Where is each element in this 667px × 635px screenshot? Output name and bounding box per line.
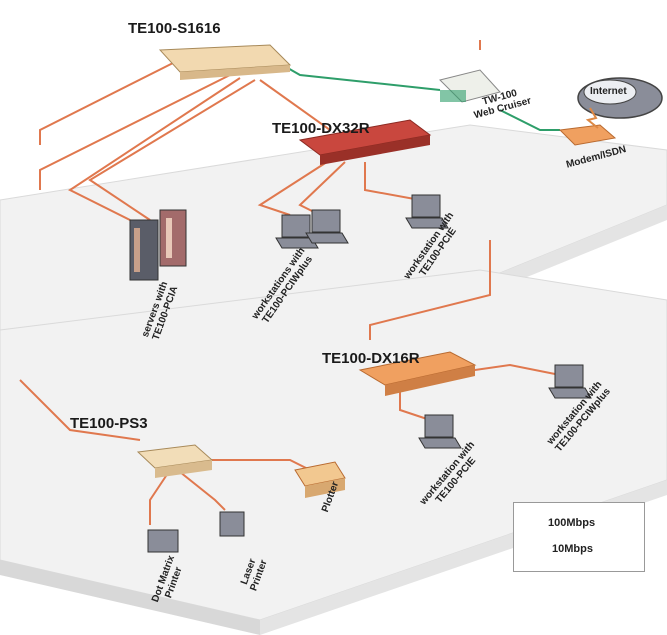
internet-label: Internet (590, 86, 627, 97)
switch-dx16r (358, 351, 477, 396)
dot-matrix-printer (147, 529, 179, 553)
device-label-dx16r: TE100-DX16R (322, 350, 420, 367)
legend-100mbps: 100Mbps (548, 517, 596, 529)
device-label-s1616: TE100-S1616 (128, 20, 221, 37)
workstations-upper-pciw (275, 209, 349, 249)
device-label-ps3: TE100-PS3 (70, 415, 148, 432)
internet-cloud (577, 77, 663, 119)
switch-s1616 (158, 44, 292, 80)
web-cruiser-tw100 (439, 69, 501, 103)
device-label-dx32r: TE100-DX32R (272, 120, 370, 137)
legend: 100Mbps 10Mbps (513, 502, 645, 572)
workstation-lower-pciw (548, 364, 592, 399)
plotter (294, 461, 346, 498)
switch-dx32r (298, 119, 432, 165)
workstation-upper-pcie (405, 194, 449, 229)
workstation-lower-pcie (418, 414, 462, 449)
lower-floor (0, 269, 667, 635)
modem (558, 107, 617, 146)
laser-printer (219, 511, 245, 537)
servers (129, 209, 187, 281)
links-100mbps (19, 40, 561, 525)
legend-10mbps: 10Mbps (552, 543, 593, 555)
print-server-ps3 (136, 444, 214, 478)
